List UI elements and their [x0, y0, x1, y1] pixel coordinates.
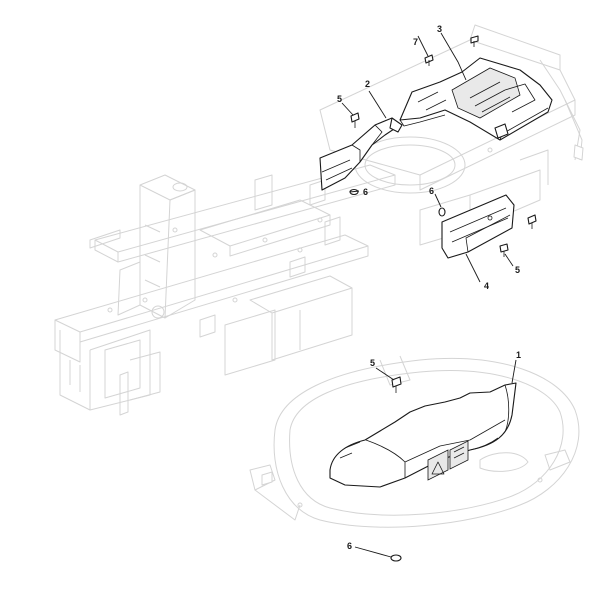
part-3-rear-cover	[399, 57, 553, 141]
callout-4: 4	[484, 281, 489, 291]
callout-5-top: 5	[337, 94, 342, 104]
callout-1: 1	[516, 350, 521, 360]
fastener-5-screw-deck	[391, 376, 402, 393]
fastener-right-side-screw	[527, 214, 537, 229]
fastener-6-washer-right	[438, 207, 446, 217]
callout-6-left: 6	[363, 187, 368, 197]
fastener-5-screw-left	[350, 112, 360, 128]
callout-7: 7	[413, 37, 418, 47]
part-2-left-cover	[319, 117, 403, 191]
fastener-top-right-screw	[470, 35, 479, 47]
part-4-side-cover	[441, 194, 515, 259]
callout-2: 2	[365, 79, 370, 89]
callout-5-deck: 5	[370, 358, 375, 368]
leader-lines	[341, 32, 517, 558]
fastener-5-screw-right	[499, 243, 509, 257]
mower-deck-ghost	[249, 355, 580, 528]
callout-6-right: 6	[429, 186, 434, 196]
fastener-6-clip-deck	[390, 554, 402, 562]
callout-5-right: 5	[515, 265, 520, 275]
part-1-deck-cover	[329, 382, 517, 488]
fastener-7-screw	[424, 54, 434, 66]
callout-3: 3	[437, 24, 442, 34]
callout-6-bottom: 6	[347, 541, 352, 551]
